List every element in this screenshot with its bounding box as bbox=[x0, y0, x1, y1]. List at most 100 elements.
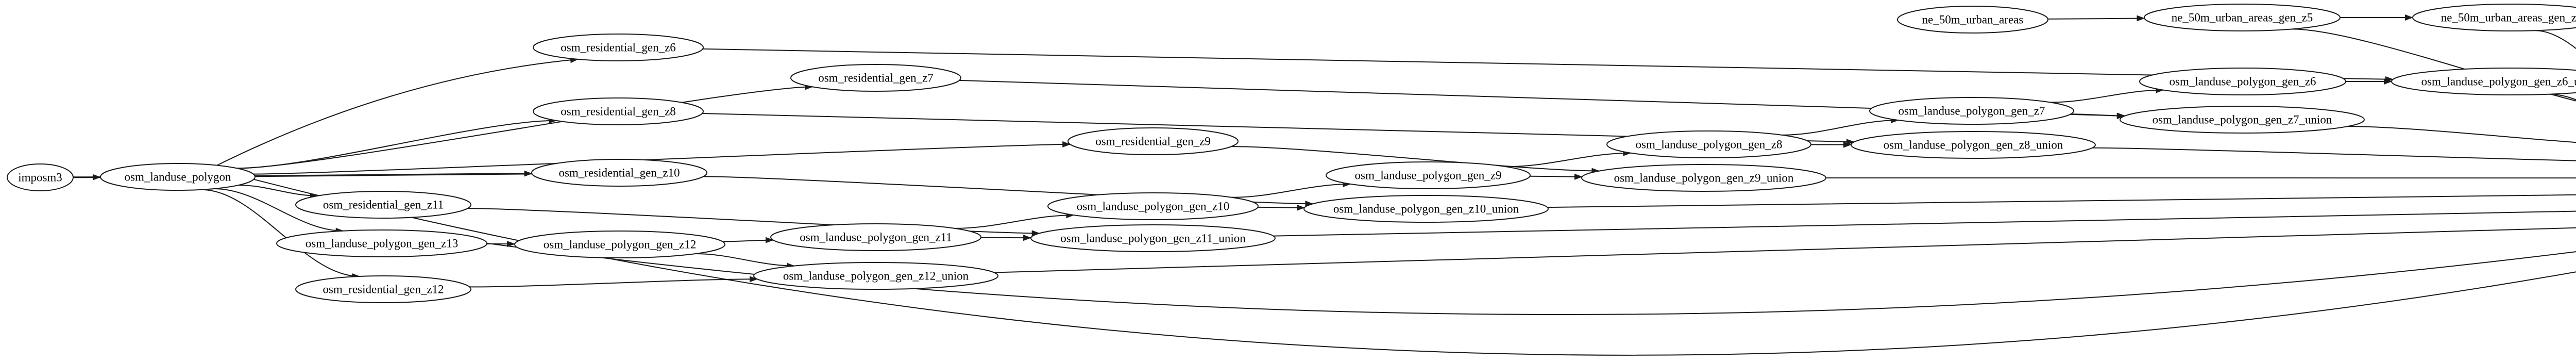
node-label-osm_landuse_polygon_gen_z6_union: osm_landuse_polygon_gen_z6_union bbox=[2421, 75, 2576, 88]
node-shape-osm_landuse_polygon_gen_z11_union bbox=[1030, 224, 1276, 252]
graph-node-osm_residential_gen_z11: osm_residential_gen_z11 bbox=[295, 191, 471, 219]
node-shape-osm_residential_gen_z6 bbox=[533, 34, 704, 61]
node-shape-osm_residential_gen_z7 bbox=[790, 64, 961, 92]
node-label-osm_residential_gen_z12: osm_residential_gen_z12 bbox=[323, 283, 444, 295]
node-label-osm_landuse_polygon: osm_landuse_polygon bbox=[125, 170, 231, 183]
node-shape-osm_landuse_polygon_gen_z9_union bbox=[1581, 164, 1826, 192]
node-label-osm_landuse_polygon_gen_z9_union: osm_landuse_polygon_gen_z9_union bbox=[1614, 171, 1794, 184]
node-shape-ne_50m_urban_areas_gen_z5 bbox=[2144, 4, 2341, 31]
node-label-osm_landuse_polygon_gen_z8: osm_landuse_polygon_gen_z8 bbox=[1636, 138, 1783, 151]
edge-osm_residential_gen_z11-to-osm_landuse_polygon_gen_z11_union bbox=[467, 208, 1040, 237]
node-shape-osm_landuse_polygon_gen_z10 bbox=[1047, 192, 1259, 220]
edge-osm_landuse_polygon_gen_z8-to-osm_landuse_polygon_gen_z7 bbox=[1782, 117, 1899, 136]
graph-node-osm_landuse_polygon_gen_z12_union: osm_landuse_polygon_gen_z12_union bbox=[753, 262, 998, 290]
node-label-imposm3: imposm3 bbox=[18, 171, 62, 184]
node-shape-ne_50m_urban_areas bbox=[1897, 6, 2048, 34]
edge-ne_50m_urban_areas_gen_z4-to-layer-z4 bbox=[2535, 30, 2576, 50]
node-label-osm_landuse_polygon_gen_z7_union: osm_landuse_polygon_gen_z7_union bbox=[2153, 113, 2332, 126]
node-shape-osm_landuse_polygon_gen_z9 bbox=[1326, 161, 1531, 189]
node-label-osm_residential_gen_z9: osm_residential_gen_z9 bbox=[1095, 135, 1211, 147]
graph-node-osm_landuse_polygon_gen_z7: osm_landuse_polygon_gen_z7 bbox=[1869, 97, 2074, 125]
edge-osm_landuse_polygon_gen_z12-to-osm_landuse_polygon_gen_z12_union bbox=[695, 253, 795, 269]
graph-node-osm_landuse_polygon_gen_z10_union: osm_landuse_polygon_gen_z10_union bbox=[1303, 195, 1549, 223]
edge-osm_residential_gen_z9-to-osm_landuse_polygon_gen_z9_union bbox=[1231, 146, 1600, 174]
node-label-ne_50m_urban_areas_gen_z4: ne_50m_urban_areas_gen_z4 bbox=[2441, 11, 2576, 24]
node-label-osm_landuse_polygon_gen_z8_union: osm_landuse_polygon_gen_z8_union bbox=[1884, 138, 2063, 151]
node-shape-osm_residential_gen_z8 bbox=[533, 97, 704, 125]
graph-node-osm_residential_gen_z12: osm_residential_gen_z12 bbox=[295, 275, 471, 303]
edge-osm_landuse_polygon_gen_z8_union-to-layer-z8 bbox=[2092, 147, 2576, 161]
node-label-osm_landuse_polygon_gen_z10_union: osm_landuse_polygon_gen_z10_union bbox=[1333, 202, 1519, 215]
graph-node-osm_residential_gen_z7: osm_residential_gen_z7 bbox=[790, 64, 961, 92]
edge-osm_landuse_polygon-to-osm_residential_gen_z6 bbox=[216, 57, 579, 166]
graph-node-osm_landuse_polygon_gen_z9_union: osm_landuse_polygon_gen_z9_union bbox=[1581, 164, 1826, 192]
edge-osm_landuse_polygon_gen_z6_union-to-layer-z6 bbox=[2549, 93, 2576, 101]
node-label-osm_landuse_polygon_gen_z6: osm_landuse_polygon_gen_z6 bbox=[2170, 75, 2316, 88]
node-label-osm_landuse_polygon_gen_z12_union: osm_landuse_polygon_gen_z12_union bbox=[783, 269, 969, 282]
edge-osm_residential_gen_z10-to-osm_landuse_polygon_gen_z10_union bbox=[703, 176, 1314, 207]
edge-osm_landuse_polygon-to-osm_residential_gen_z12 bbox=[201, 189, 361, 279]
edge-osm_landuse_polygon-to-layer-z14+ bbox=[253, 178, 2576, 356]
node-shape-osm_landuse_polygon_gen_z6 bbox=[2139, 68, 2346, 95]
graph-node-osm_landuse_polygon_gen_z8: osm_landuse_polygon_gen_z8 bbox=[1606, 130, 1811, 158]
node-shape-osm_landuse_polygon_gen_z10_union bbox=[1303, 195, 1549, 223]
node-shape-osm_landuse_polygon bbox=[100, 163, 256, 191]
node-shape-osm_landuse_polygon_gen_z8 bbox=[1606, 130, 1811, 158]
graph-node-osm_landuse_polygon_gen_z6: osm_landuse_polygon_gen_z6 bbox=[2139, 68, 2346, 95]
edge-osm_landuse_polygon_gen_z9-to-osm_landuse_polygon_gen_z8 bbox=[1506, 150, 1632, 168]
edges-layer bbox=[73, 14, 2576, 356]
graph-node-osm_residential_gen_z6: osm_residential_gen_z6 bbox=[533, 34, 704, 61]
node-shape-imposm3 bbox=[7, 163, 74, 191]
node-label-ne_50m_urban_areas_gen_z5: ne_50m_urban_areas_gen_z5 bbox=[2172, 11, 2313, 24]
graph-node-imposm3: imposm3 bbox=[7, 163, 74, 191]
graph-node-osm_landuse_polygon_gen_z11_union: osm_landuse_polygon_gen_z11_union bbox=[1030, 224, 1276, 252]
node-label-ne_50m_urban_areas: ne_50m_urban_areas bbox=[1922, 13, 2024, 26]
graph-node-osm_landuse_polygon_gen_z10: osm_landuse_polygon_gen_z10 bbox=[1047, 192, 1259, 220]
node-label-osm_residential_gen_z6: osm_residential_gen_z6 bbox=[561, 41, 676, 54]
graph-node-osm_landuse_polygon_gen_z13: osm_landuse_polygon_gen_z13 bbox=[276, 229, 487, 257]
edge-osm_landuse_polygon_gen_z11_union-to-layer-z11 bbox=[1273, 210, 2576, 237]
edge-osm_landuse_polygon-to-osm_residential_gen_z9 bbox=[253, 141, 1071, 175]
graph-node-osm_residential_gen_z8: osm_residential_gen_z8 bbox=[533, 97, 704, 125]
node-label-osm_landuse_polygon_gen_z11: osm_landuse_polygon_gen_z11 bbox=[800, 231, 952, 243]
graph-node-osm_landuse_polygon_gen_z9: osm_landuse_polygon_gen_z9 bbox=[1326, 161, 1531, 189]
node-label-osm_landuse_polygon_gen_z11_union: osm_landuse_polygon_gen_z11_union bbox=[1060, 232, 1246, 244]
graph-node-ne_50m_urban_areas_gen_z4: ne_50m_urban_areas_gen_z4 bbox=[2412, 4, 2576, 31]
node-label-osm_landuse_polygon_gen_z10: osm_landuse_polygon_gen_z10 bbox=[1077, 200, 1229, 212]
node-shape-osm_residential_gen_z12 bbox=[295, 275, 471, 303]
node-shape-osm_residential_gen_z9 bbox=[1067, 127, 1239, 155]
node-label-osm_landuse_polygon_gen_z9: osm_landuse_polygon_gen_z9 bbox=[1355, 169, 1502, 182]
nodes-layer: imposm3 osm_landuse_polygon osm_residentia… bbox=[7, 4, 2576, 303]
graph-node-osm_landuse_polygon_gen_z7_union: osm_landuse_polygon_gen_z7_union bbox=[2120, 106, 2365, 134]
node-label-osm_landuse_polygon_gen_z7: osm_landuse_polygon_gen_z7 bbox=[1899, 104, 2045, 117]
node-shape-osm_landuse_polygon_gen_z13 bbox=[276, 229, 487, 257]
node-label-osm_residential_gen_z10: osm_residential_gen_z10 bbox=[558, 166, 680, 179]
edge-osm_landuse_polygon_gen_z10-to-osm_landuse_polygon_gen_z10_union bbox=[1258, 204, 1305, 211]
node-shape-osm_landuse_polygon_gen_z7 bbox=[1869, 97, 2074, 125]
graph-node-osm_landuse_polygon_gen_z11: osm_landuse_polygon_gen_z11 bbox=[770, 223, 981, 251]
graph-node-ne_50m_urban_areas: ne_50m_urban_areas bbox=[1897, 6, 2048, 34]
edge-osm_landuse_polygon-to-osm_residential_gen_z11 bbox=[239, 185, 318, 199]
node-label-osm_residential_gen_z11: osm_residential_gen_z11 bbox=[323, 198, 444, 211]
node-label-osm_landuse_polygon_gen_z13: osm_landuse_polygon_gen_z13 bbox=[306, 237, 458, 250]
edge-osm_landuse_polygon-to-osm_landuse_polygon_gen_z13 bbox=[214, 188, 344, 234]
node-shape-osm_residential_gen_z11 bbox=[295, 191, 471, 219]
graph-node-ne_50m_urban_areas_gen_z5: ne_50m_urban_areas_gen_z5 bbox=[2144, 4, 2341, 31]
node-shape-ne_50m_urban_areas_gen_z4 bbox=[2412, 4, 2576, 31]
edge-osm_landuse_polygon_gen_z7-to-osm_landuse_polygon_gen_z6 bbox=[2050, 87, 2164, 103]
graph-node-osm_landuse_polygon_gen_z6_union: osm_landuse_polygon_gen_z6_union bbox=[2391, 68, 2576, 95]
node-label-osm_residential_gen_z8: osm_residential_gen_z8 bbox=[561, 105, 676, 118]
edge-osm_landuse_polygon-to-osm_residential_gen_z10 bbox=[255, 170, 533, 177]
graph-node-osm_residential_gen_z9: osm_residential_gen_z9 bbox=[1067, 127, 1239, 155]
graph-node-osm_residential_gen_z10: osm_residential_gen_z10 bbox=[531, 159, 707, 187]
edge-osm_landuse_polygon_gen_z11-to-osm_landuse_polygon_gen_z10 bbox=[955, 212, 1075, 229]
edge-osm_landuse_polygon_gen_z9-to-osm_landuse_polygon_gen_z9_union bbox=[1530, 173, 1583, 180]
node-shape-osm_landuse_polygon_gen_z11 bbox=[770, 223, 981, 251]
node-shape-osm_landuse_polygon_gen_z8_union bbox=[1851, 131, 2096, 159]
node-shape-osm_landuse_polygon_gen_z12_union bbox=[753, 262, 998, 290]
graph-node-osm_landuse_polygon: osm_landuse_polygon bbox=[100, 163, 256, 191]
node-shape-osm_landuse_polygon_gen_z6_union bbox=[2391, 68, 2576, 95]
node-shape-osm_landuse_polygon_gen_z12 bbox=[514, 231, 725, 258]
